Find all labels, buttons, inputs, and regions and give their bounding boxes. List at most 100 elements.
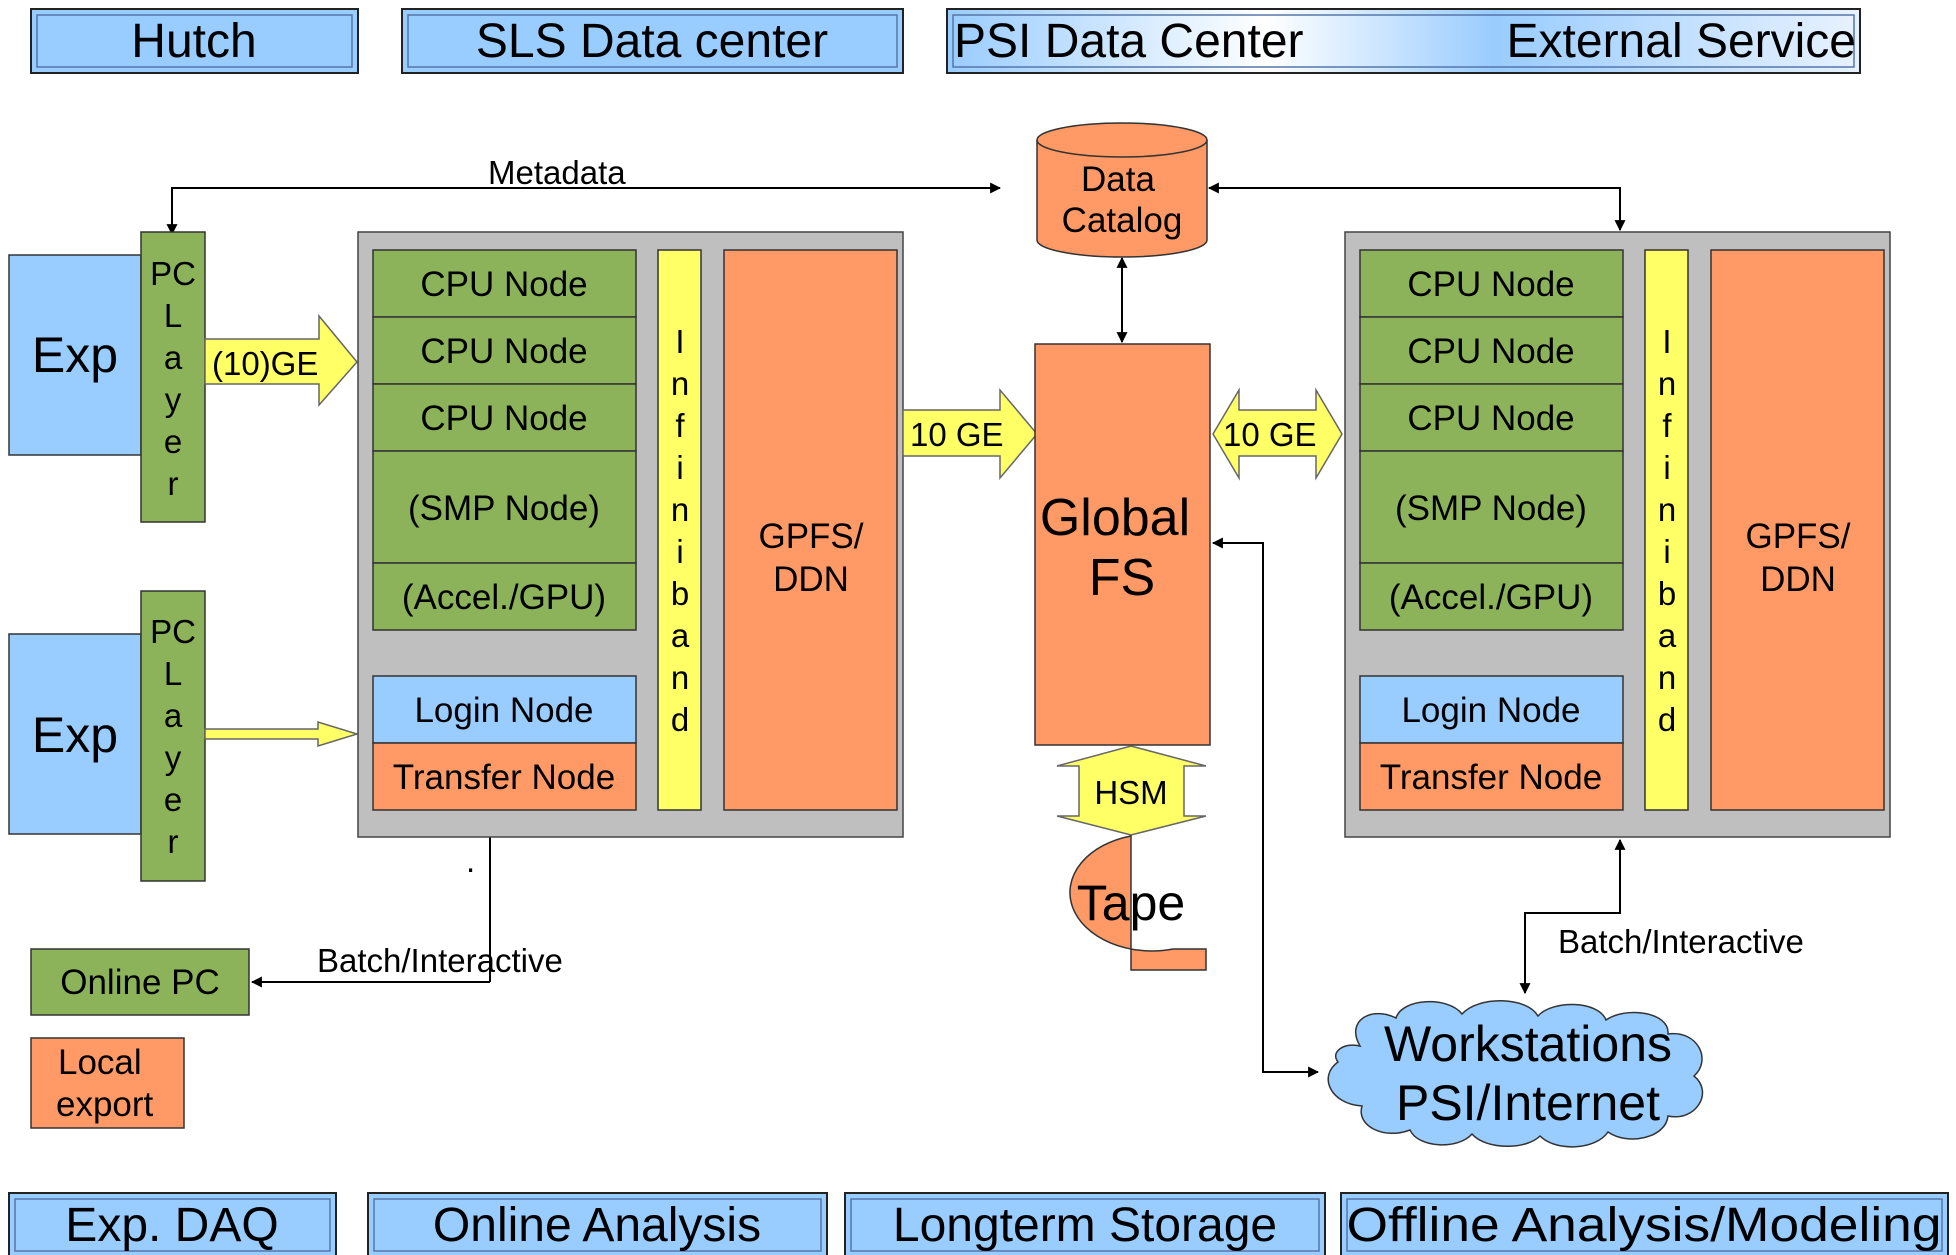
hsm-label: HSM xyxy=(1094,774,1167,811)
exp-top-label: Exp xyxy=(32,327,118,383)
header-psi-label: PSI Data Center xyxy=(954,15,1304,68)
ten-ge-arrow xyxy=(204,313,358,407)
metadata-label: Metadata xyxy=(488,154,626,191)
local-export-line2: export xyxy=(56,1085,154,1124)
header-psi-external: PSI Data Center External Service xyxy=(946,8,1861,74)
svg-text:i: i xyxy=(676,533,683,570)
header-hutch: Hutch xyxy=(30,8,359,74)
left-node-gpu: (Accel./GPU) xyxy=(402,578,606,617)
right-infiniband-text: I n f i n i b a n d xyxy=(1658,323,1677,738)
right-node-2: CPU Node xyxy=(1407,332,1574,371)
svg-text:PC: PC xyxy=(150,613,196,650)
left-node-smp: (SMP Node) xyxy=(408,489,600,528)
right-storage-line2: DDN xyxy=(1760,560,1836,599)
svg-text:a: a xyxy=(1658,617,1677,654)
right-storage xyxy=(1710,249,1885,811)
svg-text:f: f xyxy=(1662,407,1672,444)
svg-text:e: e xyxy=(164,781,182,818)
right-login-node: Login Node xyxy=(1401,691,1580,730)
svg-text:L: L xyxy=(164,655,182,692)
global-fs-line1: Global xyxy=(1040,489,1190,547)
thin-yellow-arrow xyxy=(204,720,360,748)
footer-longterm-storage: Longterm Storage xyxy=(844,1192,1326,1255)
svg-text:n: n xyxy=(671,365,689,402)
left-login-node: Login Node xyxy=(414,691,593,730)
svg-text:b: b xyxy=(671,575,689,612)
footer-exp-daq: Exp. DAQ xyxy=(8,1192,337,1255)
batch-right-label: Batch/Interactive xyxy=(1558,923,1804,960)
svg-text:r: r xyxy=(168,465,179,502)
workstations-line1: Workstations xyxy=(1384,1016,1672,1072)
left-storage-line2: DDN xyxy=(773,560,849,599)
left-10ge-arrow xyxy=(902,387,1038,481)
svg-text:i: i xyxy=(676,449,683,486)
right-infiniband-bar xyxy=(1644,249,1689,811)
pc-layer-top-text: PC L a y e r xyxy=(150,255,196,502)
footer-offline-analysis: Offline Analysis/Modeling xyxy=(1340,1192,1949,1255)
exp-top-box xyxy=(8,254,142,456)
global-fs-box xyxy=(1034,343,1211,746)
batch-left-label: Batch/Interactive xyxy=(317,942,563,979)
online-pc-box xyxy=(30,948,250,1016)
right-node-smp: (SMP Node) xyxy=(1395,489,1587,528)
exp-bottom-label: Exp xyxy=(32,707,118,763)
global-fs-line2: FS xyxy=(1089,549,1155,607)
catalog-right-arrow xyxy=(1207,182,1626,232)
svg-text:y: y xyxy=(165,381,182,418)
batch-right-arrow xyxy=(1519,838,1626,995)
right-node-gpu: (Accel./GPU) xyxy=(1389,578,1593,617)
svg-text:I: I xyxy=(675,323,684,360)
right-node-3: CPU Node xyxy=(1407,399,1574,438)
left-node-1: CPU Node xyxy=(420,265,587,304)
left-node-2: CPU Node xyxy=(420,332,587,371)
exp-bottom-box xyxy=(8,633,142,835)
data-catalog-line1: Data xyxy=(1081,160,1155,199)
tape-label: Tape xyxy=(1077,875,1185,931)
svg-text:PC: PC xyxy=(150,255,196,292)
globalfs-workstations-arrow xyxy=(1211,537,1320,1078)
left-storage xyxy=(723,249,898,811)
local-export-box xyxy=(30,1037,185,1129)
svg-text:d: d xyxy=(1658,701,1676,738)
svg-text:i: i xyxy=(1663,449,1670,486)
ten-ge-label: (10)GE xyxy=(212,345,318,382)
svg-text:r: r xyxy=(168,823,179,860)
footer-longterm-storage-label: Longterm Storage xyxy=(893,1199,1277,1252)
local-export-line1: Local xyxy=(58,1043,142,1082)
svg-text:n: n xyxy=(671,491,689,528)
workstations-line2: PSI/Internet xyxy=(1396,1075,1660,1131)
footer-online-analysis: Online Analysis xyxy=(367,1192,828,1255)
svg-text:n: n xyxy=(1658,659,1676,696)
left-node-3: CPU Node xyxy=(420,399,587,438)
svg-text:a: a xyxy=(164,697,183,734)
online-pc-label: Online PC xyxy=(60,963,220,1002)
tape: Tape xyxy=(1069,835,1207,971)
svg-text:b: b xyxy=(1658,575,1676,612)
data-catalog: Data Catalog xyxy=(1036,122,1208,258)
svg-text:e: e xyxy=(164,423,182,460)
cluster-right-nodes: CPU Node CPU Node CPU Node (SMP Node) (A… xyxy=(1359,249,1624,811)
pc-layer-bottom-text: PC L a y e r xyxy=(150,613,196,860)
right-transfer-node: Transfer Node xyxy=(1380,758,1602,797)
left-storage-line1: GPFS/ xyxy=(758,517,863,556)
footer-exp-daq-label: Exp. DAQ xyxy=(65,1199,278,1252)
left-infiniband-text: I n f i n i b a n d xyxy=(671,323,690,738)
footer-online-analysis-label: Online Analysis xyxy=(433,1199,761,1252)
header-sls-label: SLS Data center xyxy=(476,15,828,68)
dot-mark: . xyxy=(466,842,475,879)
svg-text:y: y xyxy=(165,739,182,776)
svg-text:a: a xyxy=(164,339,183,376)
svg-text:n: n xyxy=(1658,365,1676,402)
right-storage-line1: GPFS/ xyxy=(1745,517,1850,556)
metadata-arrow xyxy=(166,182,1002,236)
svg-text:d: d xyxy=(671,701,689,738)
left-transfer-node: Transfer Node xyxy=(393,758,615,797)
left-infiniband-bar xyxy=(657,249,702,811)
footer-offline-analysis-label: Offline Analysis/Modeling xyxy=(1347,1199,1942,1252)
header-hutch-label: Hutch xyxy=(131,15,256,68)
svg-text:n: n xyxy=(671,659,689,696)
data-catalog-line2: Catalog xyxy=(1062,201,1183,240)
cluster-left-nodes: CPU Node CPU Node CPU Node (SMP Node) (A… xyxy=(372,249,637,811)
svg-text:n: n xyxy=(1658,491,1676,528)
header-sls-data-center: SLS Data center xyxy=(401,8,904,74)
